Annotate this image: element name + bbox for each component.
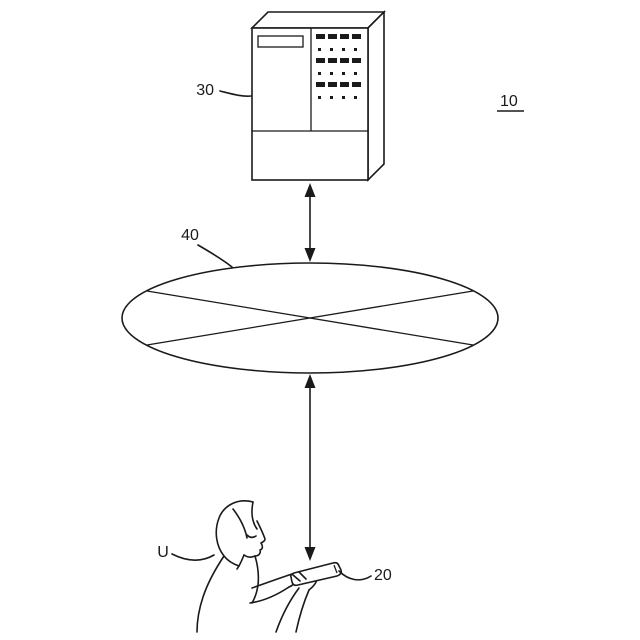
user-back [196, 555, 225, 633]
user-figure [196, 500, 343, 633]
leader-line-server [219, 90, 252, 97]
user-hair [215, 500, 254, 567]
leader-line-terminal [338, 570, 372, 581]
user-forearm-2 [295, 589, 310, 633]
network-ellipse [121, 262, 499, 374]
arrow-server-network [304, 183, 316, 262]
user-finger-2 [298, 571, 307, 580]
server-front-face [251, 27, 369, 181]
user-chest [251, 555, 260, 604]
user-arm-lower [249, 586, 290, 604]
user-arm-upper [251, 573, 293, 589]
user-forearm-1 [275, 587, 300, 633]
server-icon [250, 10, 386, 182]
user-neck [236, 554, 245, 570]
server-top-face [250, 11, 386, 29]
user-hair-strand-2 [232, 508, 248, 539]
label-server: 30 [196, 82, 214, 99]
label-system: 10 [500, 93, 518, 110]
label-terminal: 20 [374, 567, 392, 584]
server-right-face [367, 10, 385, 182]
user-face [243, 520, 266, 558]
label-network: 40 [181, 227, 199, 244]
leader-line-network [197, 244, 233, 268]
server-vent-dashes [316, 34, 361, 87]
server-vent-dots [318, 48, 357, 99]
leader-line-user [171, 553, 215, 561]
smartphone-icon [289, 561, 343, 587]
user-finger-1 [292, 574, 301, 582]
user-hair-strand-1 [251, 501, 258, 530]
arrow-network-terminal [304, 374, 316, 561]
label-user: U [157, 544, 169, 561]
server-slot [257, 35, 304, 48]
network-cross-line-2 [146, 290, 474, 346]
user-eye [246, 534, 257, 539]
smartphone-edge-line [333, 564, 338, 574]
